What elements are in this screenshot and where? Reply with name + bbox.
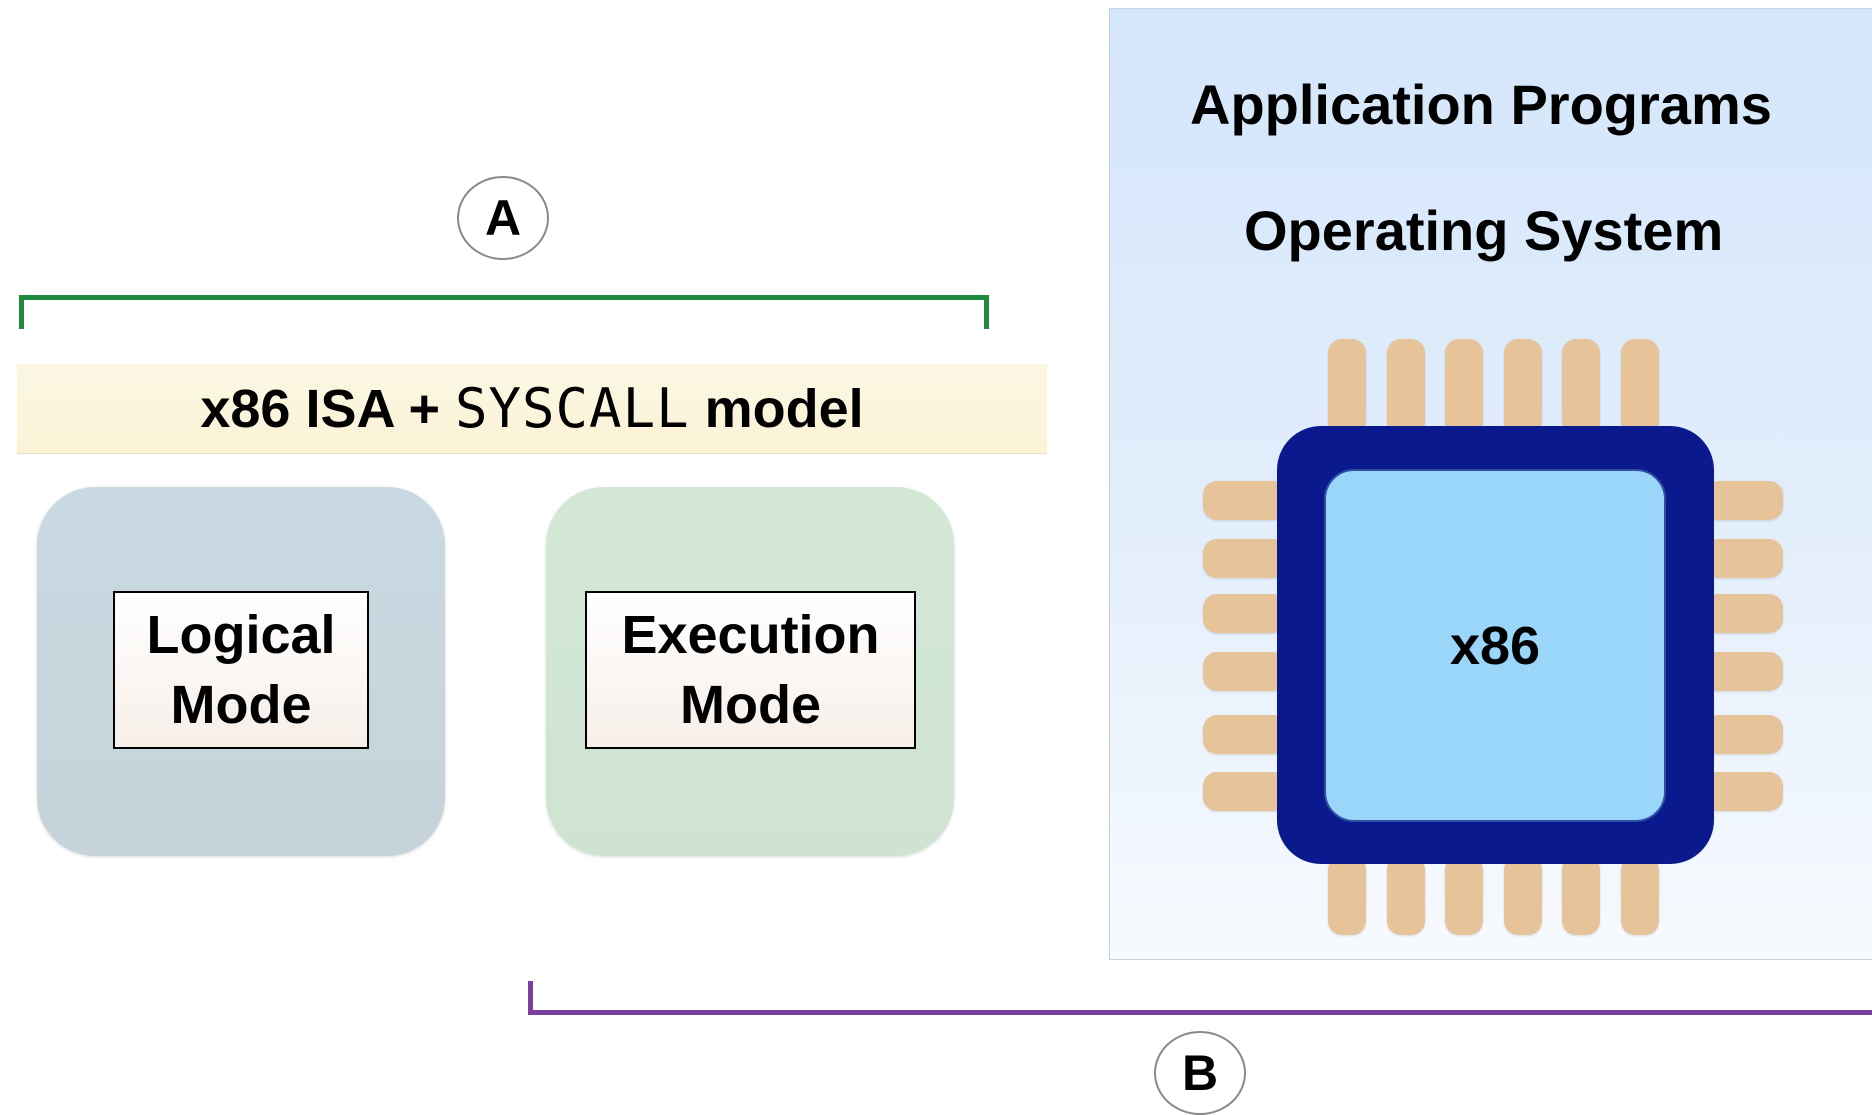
chip-pin-left-2 [1203, 539, 1287, 578]
chip-pin-right-1 [1704, 481, 1783, 520]
logical-mode-line2: Mode [170, 675, 312, 735]
application-programs-label: Application Programs [1190, 73, 1772, 136]
chip-pin-left-3 [1203, 594, 1287, 633]
bracket-b [528, 981, 1872, 1015]
chip-pin-bottom-2 [1387, 856, 1425, 935]
chip-pin-left-5 [1203, 715, 1287, 754]
isa-syscall: SYSCALL [455, 377, 690, 440]
label-a-text: A [484, 190, 522, 246]
chip-pin-top-6 [1621, 339, 1659, 435]
chip-pin-bottom-4 [1504, 856, 1542, 935]
chip-pin-right-5 [1704, 715, 1783, 754]
label-b-circle: B [1154, 1031, 1246, 1115]
chip-pin-top-2 [1387, 339, 1425, 435]
chip-pin-top-4 [1504, 339, 1542, 435]
chip-pin-left-4 [1203, 652, 1287, 691]
chip-pin-right-6 [1704, 772, 1783, 811]
logical-mode-line1: Logical [146, 605, 336, 665]
chip-pin-bottom-3 [1445, 856, 1483, 935]
chip-pin-top-3 [1445, 339, 1483, 435]
chip-pin-left-1 [1203, 481, 1287, 520]
chip-pin-bottom-1 [1328, 856, 1366, 935]
isa-suffix: model [689, 378, 864, 439]
operating-system-label: Operating System [1244, 199, 1724, 262]
cpu-chip-core: x86 [1324, 469, 1666, 822]
isa-prefix: x86 ISA + [200, 378, 456, 439]
cpu-chip-label: x86 [1449, 615, 1541, 676]
chip-pin-right-2 [1704, 539, 1783, 578]
chip-pin-bottom-6 [1621, 856, 1659, 935]
execution-mode-line1: Execution [621, 605, 880, 665]
bracket-a [19, 295, 989, 329]
chip-pin-left-6 [1203, 772, 1287, 811]
chip-pin-bottom-5 [1562, 856, 1600, 935]
logical-mode-box: Logical Mode [113, 591, 369, 749]
execution-mode-box: Execution Mode [585, 591, 916, 749]
execution-mode-line2: Mode [680, 675, 821, 735]
label-b-text: B [1181, 1045, 1219, 1101]
chip-pin-right-4 [1704, 652, 1783, 691]
label-a-circle: A [457, 176, 549, 260]
isa-banner: x86 ISA + SYSCALL model [17, 364, 1047, 454]
chip-pin-top-5 [1562, 339, 1600, 435]
chip-pin-right-3 [1704, 594, 1783, 633]
chip-pin-top-1 [1328, 339, 1366, 435]
